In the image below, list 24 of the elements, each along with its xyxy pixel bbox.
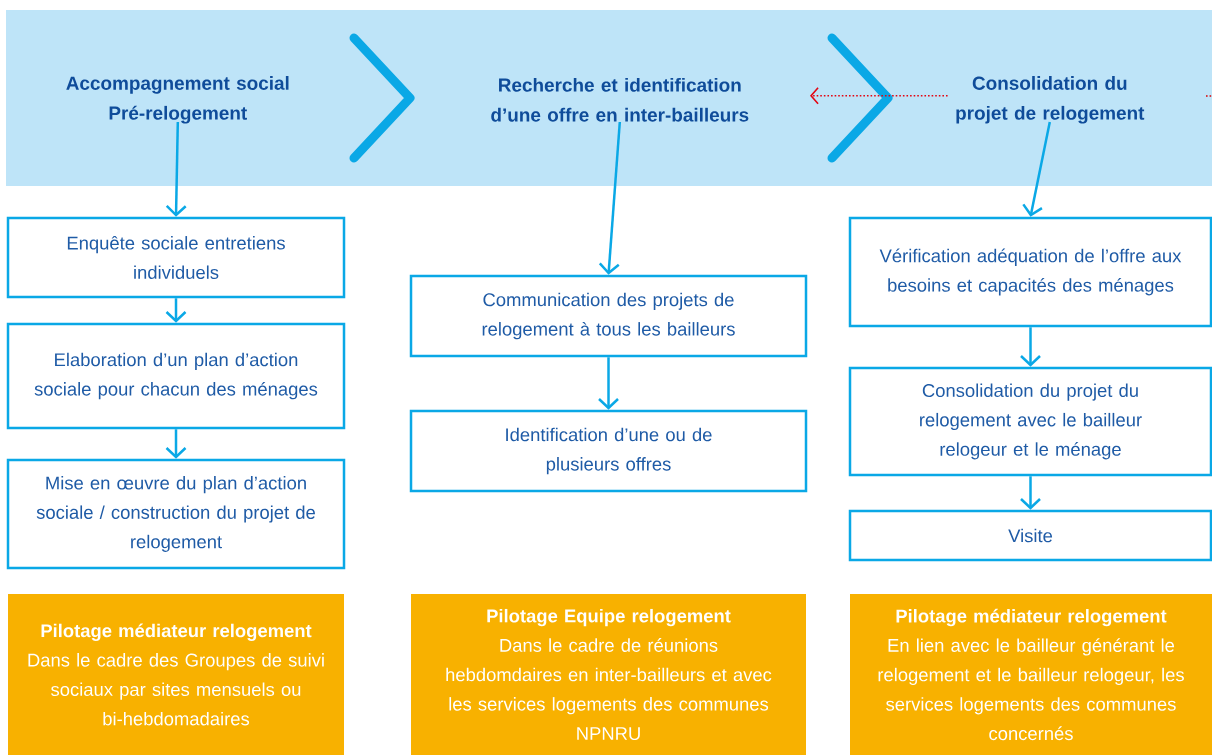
process-box: Enquête sociale entretiens individuels <box>6 216 346 299</box>
step-heading: Accompagnement social Pré-relogement <box>66 76 289 124</box>
process-box: Mise en œuvre du plan d’action sociale / construction du projet de relogement <box>6 458 346 570</box>
step-heading: Recherche et identification d’une offre en inter-bailleurs <box>491 77 749 122</box>
header-band <box>6 10 1212 186</box>
note-box: Pilotage Equipe relogement Dans le cadre de réunions hebdomdaires en inter-bailleurs et avec les services logements des communes NPNRU <box>411 594 806 755</box>
arrow <box>165 121 187 217</box>
arrow <box>1020 327 1041 367</box>
process-box: Vérification adéquation de l’offre aux besoins et capacités des ménages <box>848 216 1212 328</box>
arrow <box>1022 121 1052 217</box>
arrow <box>598 121 622 275</box>
process-box: Elaboration d’un plan d’action sociale pour chacun des ménages <box>6 322 346 430</box>
process-box: Communication des projets de relogement à tous les bailleurs <box>409 274 808 358</box>
note-box: Pilotage médiateur relogement En lien avec le bailleur générant le relogement et le bailleur relogeur, les services logements des communes concernés <box>850 594 1212 755</box>
process-box: Consolidation du projet du relogement avec le bailleur relogeur et le ménage <box>848 366 1212 477</box>
arrow <box>165 298 187 323</box>
arrow <box>1020 476 1041 510</box>
note-box: Pilotage médiateur relogement Dans le cadre des Groupes de suivi sociaux par sites mensuels ou bi-hebdomadaires <box>8 594 344 755</box>
arrow <box>810 87 949 105</box>
arrow <box>165 429 187 459</box>
process-box: Visite <box>848 509 1212 562</box>
step-heading: Consolidation du projet de relogement <box>956 76 1145 124</box>
arrow <box>598 357 619 410</box>
process-box: Identification d’une ou de plusieurs offres <box>409 409 808 493</box>
